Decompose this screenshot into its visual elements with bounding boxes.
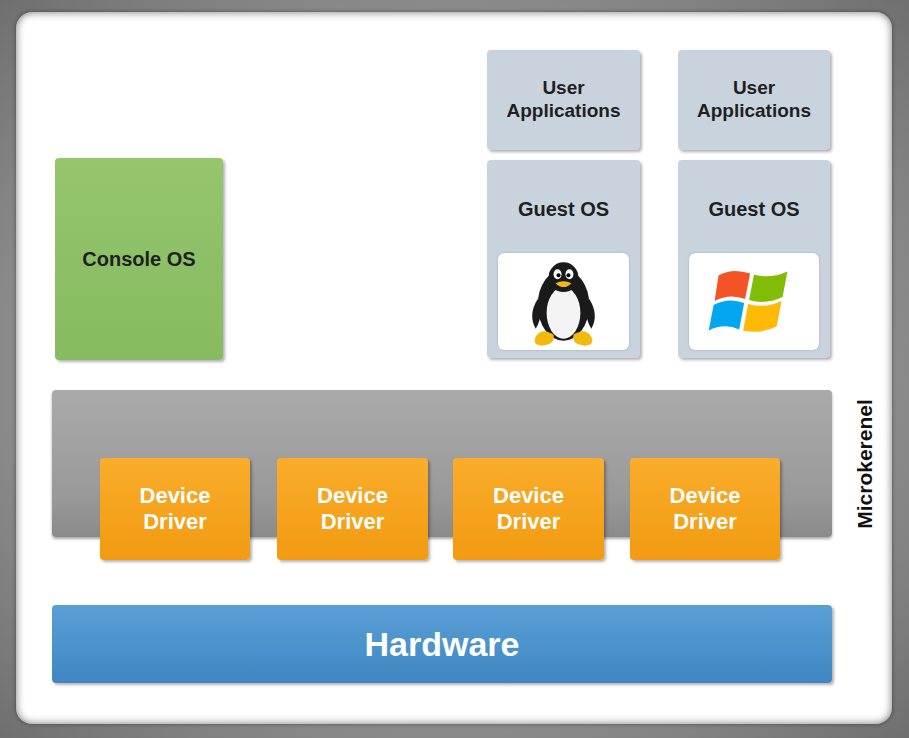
windows-logo [689,253,819,350]
device-driver-box: Device Driver [630,458,780,560]
device-driver-box: Device Driver [100,458,250,560]
hardware-band: Hardware [52,605,832,683]
box-label: User Applications [493,77,634,123]
box-label: Console OS [82,247,195,271]
device-driver-box: Device Driver [453,458,604,560]
guest-os-box: Guest OS [678,160,830,358]
box-label: Device Driver [473,483,585,536]
box-label: User Applications [684,77,824,123]
guest-os-box: Guest OS [487,160,640,358]
box-label: Device Driver [649,483,761,536]
linux-logo [498,253,629,350]
box-label: Device Driver [119,483,231,536]
box-label: Guest OS [518,197,609,221]
box-label: Device Driver [297,483,409,536]
application-box: User Applications [678,50,830,150]
logo-panel [498,253,629,350]
layer-label: Microkerenel [852,399,877,529]
microkernel-band: MicrokerenelDevice DriverDevice DriverDe… [52,390,832,537]
box-label: Hardware [365,624,520,665]
logo-panel [689,253,819,350]
console-os-box: Console OS [55,158,223,360]
box-label: Guest OS [708,197,799,221]
device-driver-box: Device Driver [277,458,428,560]
application-box: User Applications [487,50,640,150]
